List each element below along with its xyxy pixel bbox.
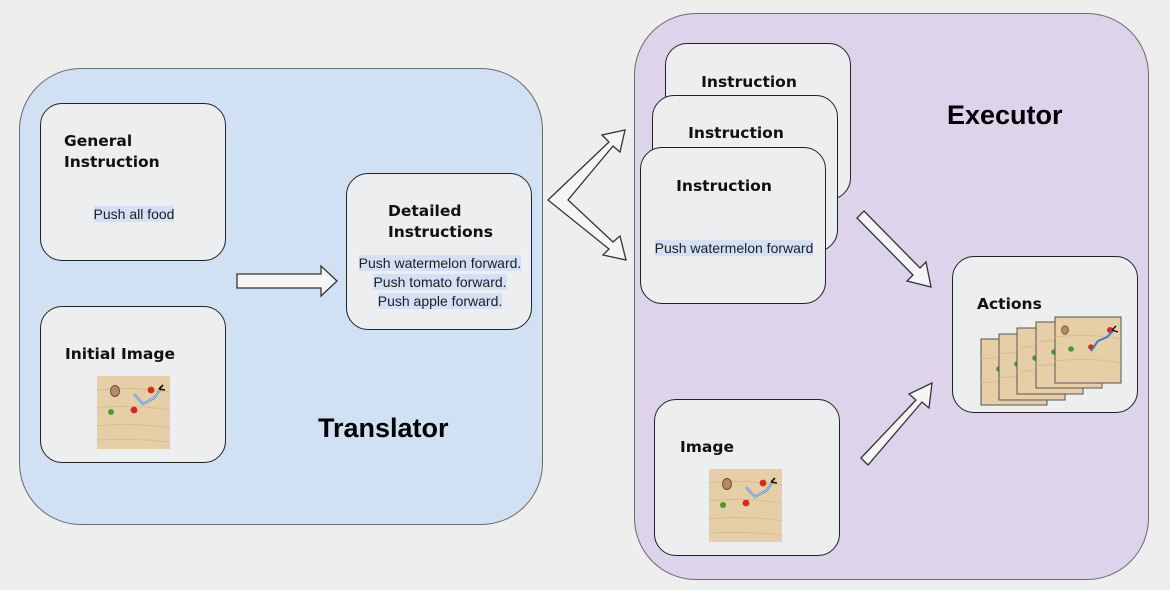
initial-image-title: Initial Image [65, 345, 175, 363]
instruction-card-back-title: Instruction [701, 73, 797, 91]
image-to-actions-arrow [860, 381, 933, 466]
translator-arrow [236, 264, 338, 298]
action-frames-stack [980, 316, 1122, 406]
translator-title: Translator [318, 413, 449, 443]
fork-arrow [547, 129, 627, 261]
detailed-line-3: Push apple forward. [377, 293, 503, 309]
executor-scene-image [709, 469, 782, 542]
instruction-to-actions-arrow [856, 210, 932, 288]
detailed-line-2: Push tomato forward. [373, 274, 507, 290]
detailed-instructions-box: Detailed Instructions Push watermelon fo… [346, 173, 532, 330]
instruction-card-front-title: Instruction [676, 177, 772, 195]
instruction-card-middle-title: Instruction [688, 124, 784, 142]
actions-title: Actions [977, 295, 1042, 313]
general-instruction-title: General Instruction [64, 132, 160, 171]
general-instruction-text: Push all food [93, 206, 175, 222]
initial-scene-image [97, 376, 170, 449]
instruction-text: Push watermelon forward [654, 240, 814, 256]
instruction-card-front: Instruction Push watermelon forward [640, 147, 826, 304]
detailed-instructions-title: Detailed Instructions [388, 202, 493, 241]
executor-title: Executor [947, 100, 1063, 130]
general-instruction-box: General Instruction Push all food [40, 103, 226, 261]
detailed-line-1: Push watermelon forward. [358, 255, 522, 271]
image-title: Image [680, 438, 734, 456]
